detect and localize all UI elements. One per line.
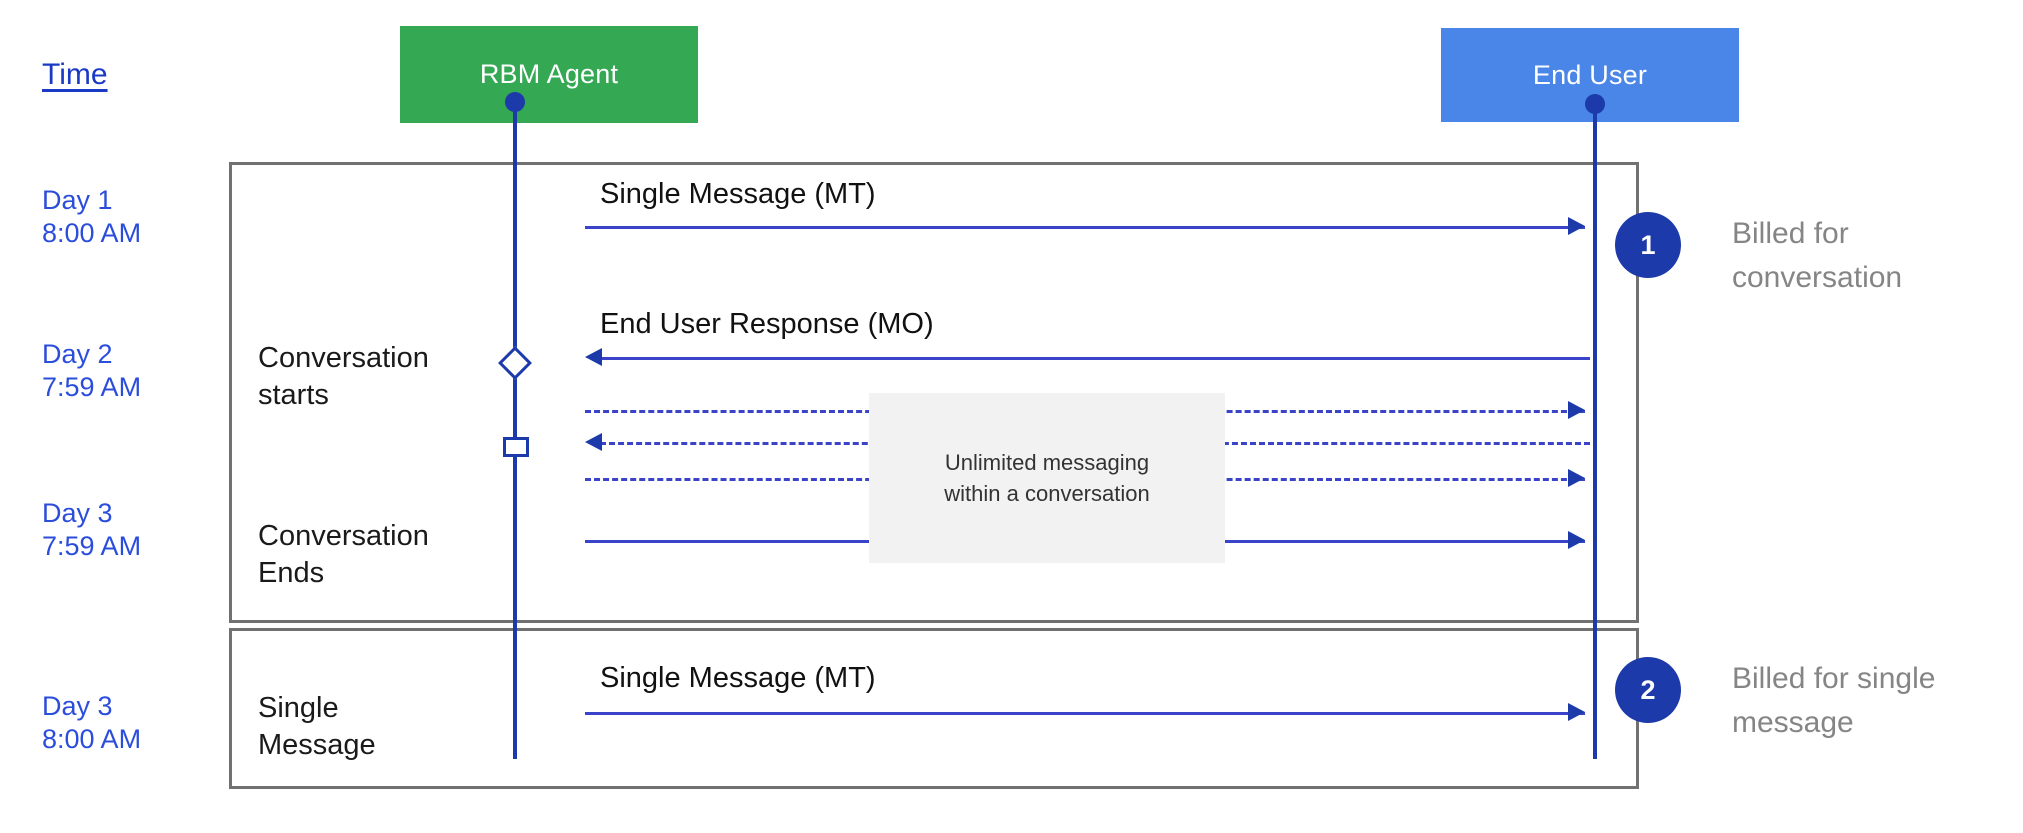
arrowhead-left-unlimited-2-icon xyxy=(585,433,602,451)
arrowhead-right-mt-2-icon xyxy=(1568,703,1585,721)
arrowhead-right-unlimited-4-icon xyxy=(1568,531,1585,549)
message-line-mt-2 xyxy=(585,712,1585,715)
note-unlimited-messaging: Unlimited messaging within a conversatio… xyxy=(869,393,1225,563)
message-line-mo-1 xyxy=(600,357,1590,360)
actor-end-user-label: End User xyxy=(1532,59,1648,90)
lifeline-rbm-agent xyxy=(513,99,517,759)
step-label-conversation-starts: Conversation starts xyxy=(258,342,429,411)
time-label-day3-single: Day 3 8:00 AM xyxy=(42,691,142,754)
message-label-mt-1: Single Message (MT) xyxy=(600,178,876,210)
message-label-mt-2: Single Message (MT) xyxy=(600,662,876,694)
conversation-end-square-icon xyxy=(503,437,529,457)
note-line-2: within a conversation xyxy=(944,481,1150,506)
time-label-day1: Day 1 8:00 AM xyxy=(42,185,142,248)
step-label-conversation-ends: Conversation Ends xyxy=(258,520,429,589)
lifeline-end-user xyxy=(1593,99,1597,759)
callout-badge-1-number: 1 xyxy=(1640,229,1656,260)
actor-rbm-agent-label: RBM Agent xyxy=(479,59,619,89)
callout-badge-1[interactable]: 1 xyxy=(1615,212,1681,278)
callout-text-1: Billed for conversation xyxy=(1732,217,1903,294)
callout-text-2: Billed for single message xyxy=(1732,662,1936,739)
note-line-1: Unlimited messaging xyxy=(944,450,1150,475)
arrowhead-right-mt-1-icon xyxy=(1568,217,1585,235)
arrowhead-right-unlimited-3-icon xyxy=(1568,469,1585,487)
time-label-day2: Day 2 7:59 AM xyxy=(42,339,142,402)
message-label-mo-1: End User Response (MO) xyxy=(600,308,934,340)
time-label-day3-end: Day 3 7:59 AM xyxy=(42,498,142,561)
lifeline-start-dot-user-icon xyxy=(1585,94,1605,114)
callout-badge-2-number: 2 xyxy=(1640,674,1656,705)
time-column-header: Time xyxy=(42,58,108,91)
actor-rbm-agent[interactable]: RBM Agent xyxy=(400,26,698,123)
single-message-frame xyxy=(229,628,1639,789)
arrowhead-left-mo-1-icon xyxy=(585,348,602,366)
step-label-single-message: Single Message xyxy=(258,692,376,761)
callout-badge-2[interactable]: 2 xyxy=(1615,657,1681,723)
conversation-frame xyxy=(229,162,1639,623)
lifeline-start-dot-agent-icon xyxy=(505,92,525,112)
message-line-mt-1 xyxy=(585,226,1585,229)
arrowhead-right-unlimited-1-icon xyxy=(1568,401,1585,419)
